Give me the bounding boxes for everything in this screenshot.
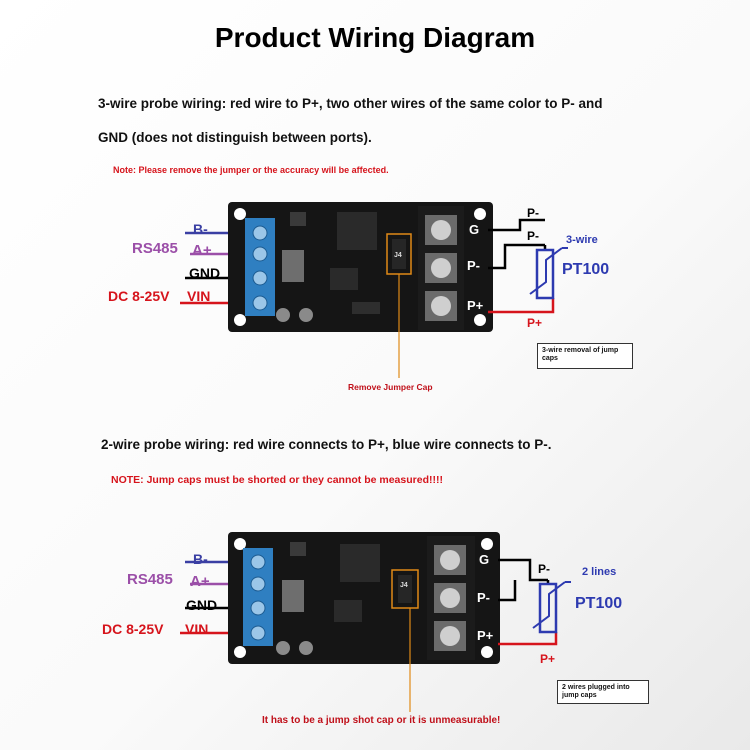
terminal-screw — [250, 625, 266, 641]
pt100-resistor — [538, 582, 558, 634]
mount-hole — [234, 208, 246, 220]
mount-hole — [481, 538, 493, 550]
probe-label-pplus: P+ — [540, 652, 556, 666]
terminal-screw — [440, 550, 460, 570]
probe-label-pminus: P- — [538, 562, 550, 576]
probe-wire-pplus — [498, 632, 558, 646]
terminal-screw — [431, 296, 451, 316]
terminal-label-g: G — [469, 222, 480, 237]
section2-description: 2-wire probe wiring: red wire connects t… — [101, 437, 552, 452]
mount-hole — [234, 538, 246, 550]
wire-count-label: 3-wire — [566, 234, 598, 246]
regulator — [282, 580, 304, 612]
label-vin: VIN — [187, 288, 211, 304]
capacitor — [299, 641, 313, 655]
chip — [330, 268, 358, 290]
section1-description-line1: 3-wire probe wiring: red wire to P+, two… — [98, 96, 603, 111]
terminal-screw — [252, 295, 268, 311]
label-aplus: A+ — [190, 573, 210, 590]
mount-hole — [474, 208, 486, 220]
box-note-1: 3-wire removal of jump caps — [537, 343, 633, 369]
terminal-label-g: G — [479, 552, 490, 567]
probe-wire-g — [488, 218, 545, 232]
mount-hole — [481, 646, 493, 658]
probe-wire-pminus — [488, 243, 545, 270]
label-bminus: B- — [193, 221, 208, 237]
terminal-label-pplus: P+ — [477, 628, 494, 643]
probe-label-pplus: P+ — [527, 316, 543, 330]
page-title: Product Wiring Diagram — [214, 22, 536, 53]
probe-wire-pminus — [498, 580, 517, 602]
terminal-screw — [252, 246, 268, 262]
label-dc: DC 8-25V — [102, 621, 164, 637]
section1-description-line2: GND (does not distinguish between ports)… — [98, 130, 372, 145]
label-rs485: RS485 — [127, 571, 173, 588]
pt100-arrow — [532, 581, 566, 629]
terminal-label-pplus: P+ — [467, 298, 484, 313]
terminal-screw — [252, 225, 268, 241]
section1-note: Note: Please remove the jumper or the ac… — [113, 165, 389, 175]
terminal-screw — [250, 600, 266, 616]
label-rs485: RS485 — [132, 240, 178, 257]
board2-diagram — [180, 532, 571, 712]
pt100-arrow — [529, 247, 563, 295]
terminal-screw — [250, 576, 266, 592]
label-gnd: GND — [189, 265, 221, 281]
callout-remove-jumper: Remove Jumper Cap — [348, 382, 433, 392]
callout-jump-cap: It has to be a jump shot cap or it is un… — [262, 715, 501, 726]
probe-label-pminus-top: P- — [527, 206, 539, 220]
terminal-label-pminus: P- — [467, 258, 480, 273]
label-dc: DC 8-25V — [108, 288, 170, 304]
jumper-label: J4 — [394, 252, 402, 259]
probe-label-pminus-mid: P- — [527, 229, 539, 243]
terminal-label-pminus: P- — [477, 590, 490, 605]
terminal-screw — [431, 258, 451, 278]
jumper-header — [392, 239, 406, 269]
regulator — [282, 250, 304, 282]
label-vin: VIN — [185, 621, 209, 637]
component — [352, 302, 380, 314]
probe-wire-g — [498, 558, 548, 582]
jumper-highlight — [391, 569, 419, 609]
mount-hole — [234, 314, 246, 326]
capacitor — [276, 308, 290, 322]
mount-hole — [234, 646, 246, 658]
sensor-label: PT100 — [562, 261, 610, 278]
label-gnd: GND — [186, 597, 218, 613]
capacitor — [299, 308, 313, 322]
terminal-screw — [252, 270, 268, 286]
box-note-2: 2 wires plugged into jump caps — [557, 680, 649, 704]
terminal-screw — [440, 588, 460, 608]
terminal-screw — [250, 554, 266, 570]
terminal-screw — [431, 220, 451, 240]
jumper-header — [398, 575, 412, 603]
probe-wire-pplus — [488, 298, 555, 314]
wire-count-label: 2 lines — [582, 566, 617, 578]
capacitor — [276, 641, 290, 655]
mount-hole — [474, 314, 486, 326]
jumper-label: J4 — [400, 582, 408, 589]
component — [290, 542, 306, 556]
sensor-label: PT100 — [575, 595, 623, 612]
chip — [337, 212, 377, 250]
label-bminus: B- — [193, 551, 208, 567]
pt100-resistor — [535, 248, 555, 300]
component — [290, 212, 306, 226]
section2-note: NOTE: Jump caps must be shorted or they … — [111, 474, 443, 486]
terminal-screw — [440, 626, 460, 646]
chip — [340, 544, 380, 582]
label-aplus: A+ — [192, 242, 212, 259]
board1-diagram — [180, 202, 568, 378]
chip — [334, 600, 362, 622]
